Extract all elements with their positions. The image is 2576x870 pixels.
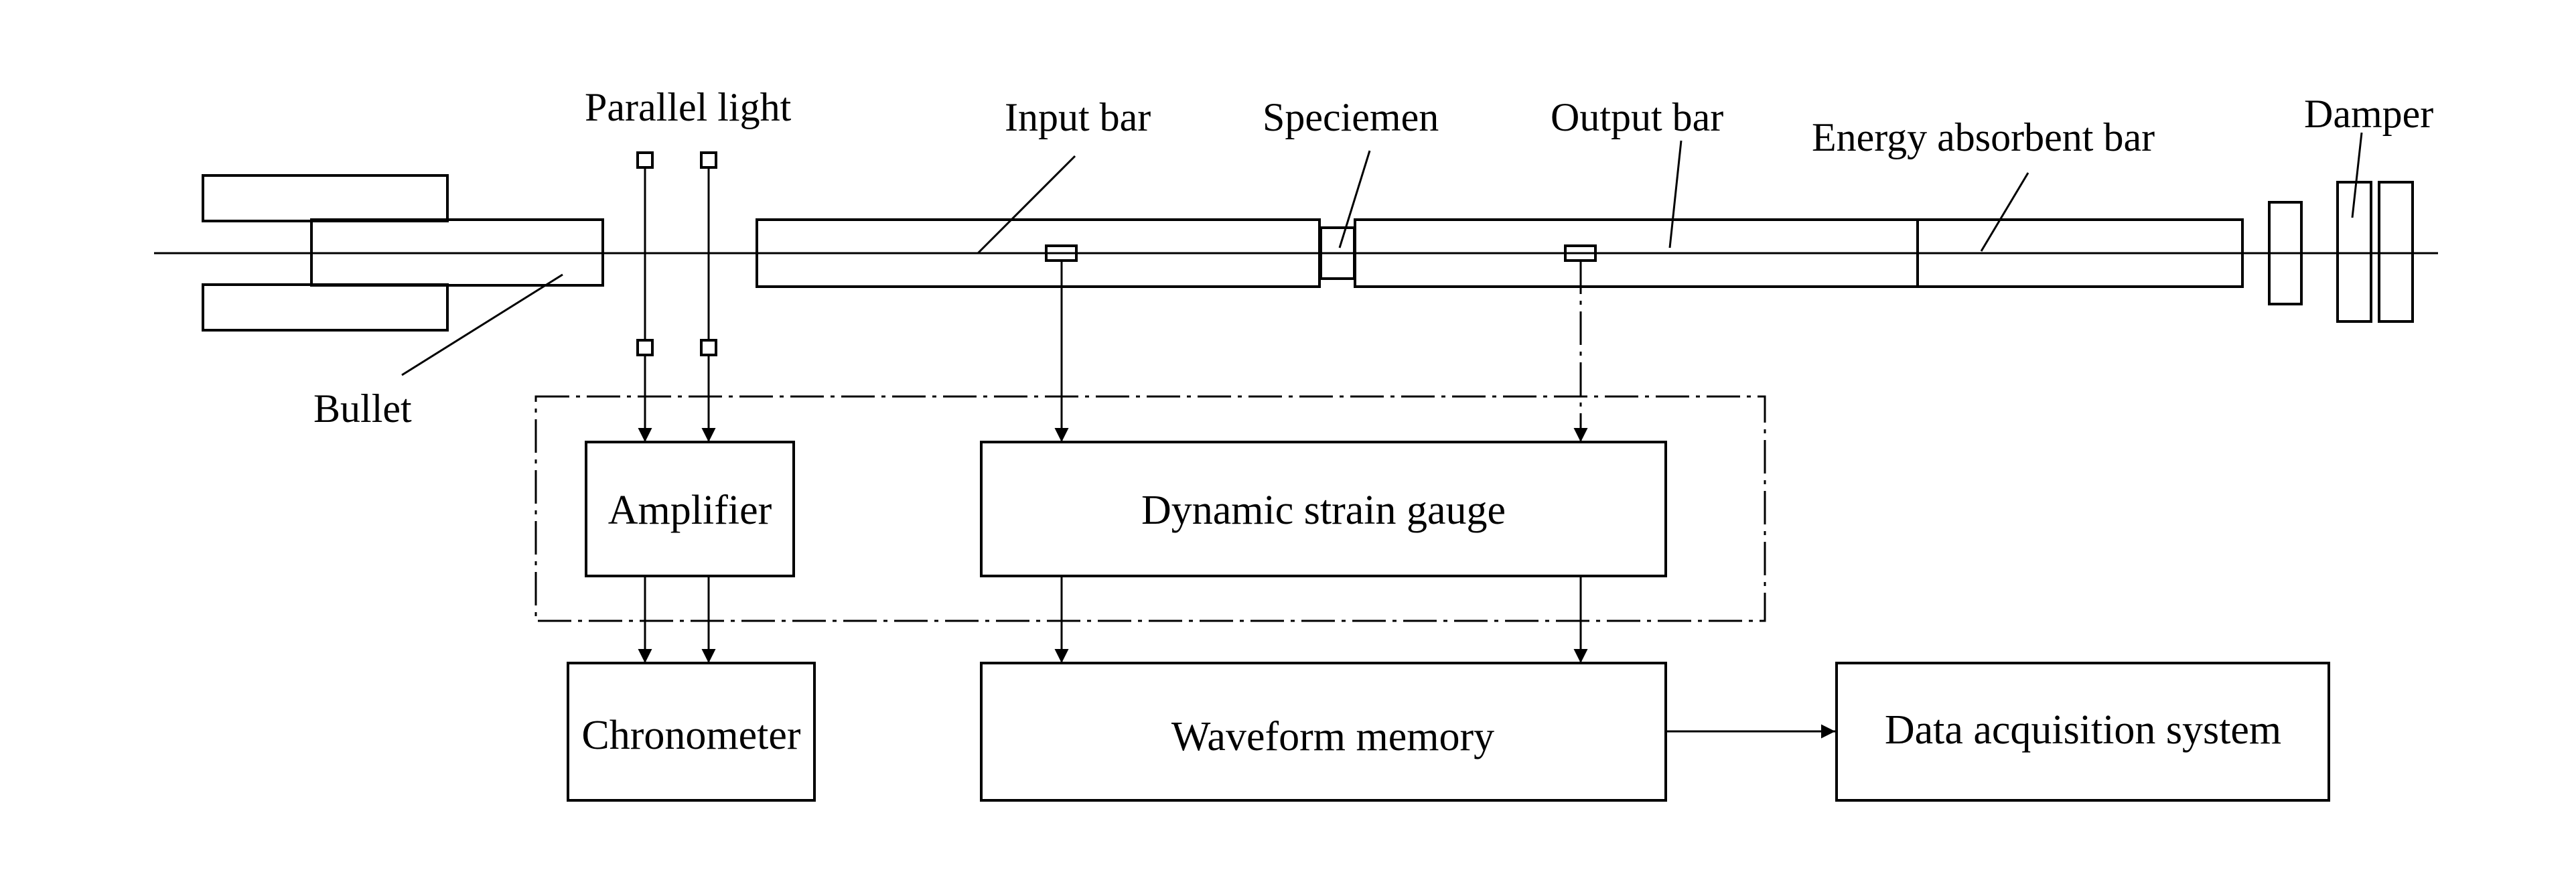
amplifier-label: Amplifier bbox=[608, 488, 772, 533]
signal-lines bbox=[638, 261, 1835, 739]
energy-absorbent-bar bbox=[1916, 218, 2244, 288]
waveform-memory-label: Waveform memory bbox=[1171, 714, 1494, 759]
dynamic-strain-gauge-box bbox=[980, 441, 1667, 577]
data-acquisition-system-label: Data acquisition system bbox=[1885, 707, 2281, 753]
bullet bbox=[310, 218, 604, 287]
data-acquisition-system-box bbox=[1835, 662, 2330, 802]
input-bar-leader-line bbox=[977, 155, 1076, 255]
input-bar-label: Input bar bbox=[1005, 95, 1151, 139]
energy-absorbent-bar-leader-line bbox=[1980, 172, 2029, 252]
damper-label: Damper bbox=[2304, 92, 2433, 136]
damper-leader-line bbox=[2351, 132, 2363, 218]
chronometer-label: Chronometer bbox=[581, 713, 800, 758]
output-bar-leader-line bbox=[1668, 140, 1683, 248]
damper bbox=[2268, 181, 2414, 323]
specimen-leader-line bbox=[1338, 150, 1371, 248]
chronometer-box bbox=[567, 662, 816, 802]
bullet-leader-line bbox=[401, 273, 563, 376]
output-bar-label: Output bar bbox=[1551, 95, 1723, 139]
measurement-enclosure bbox=[534, 395, 1766, 622]
dynamic-strain-gauge-label: Dynamic strain gauge bbox=[1141, 488, 1506, 533]
amplifier-box bbox=[585, 441, 795, 577]
waveform-memory-box bbox=[980, 662, 1667, 802]
energy-absorbent-bar-label: Energy absorbent bar bbox=[1812, 115, 2155, 159]
bullet-label: Bullet bbox=[313, 386, 412, 431]
parallel-light-label: Parallel light bbox=[585, 85, 792, 129]
specimen-label: Speciemen bbox=[1263, 95, 1439, 139]
